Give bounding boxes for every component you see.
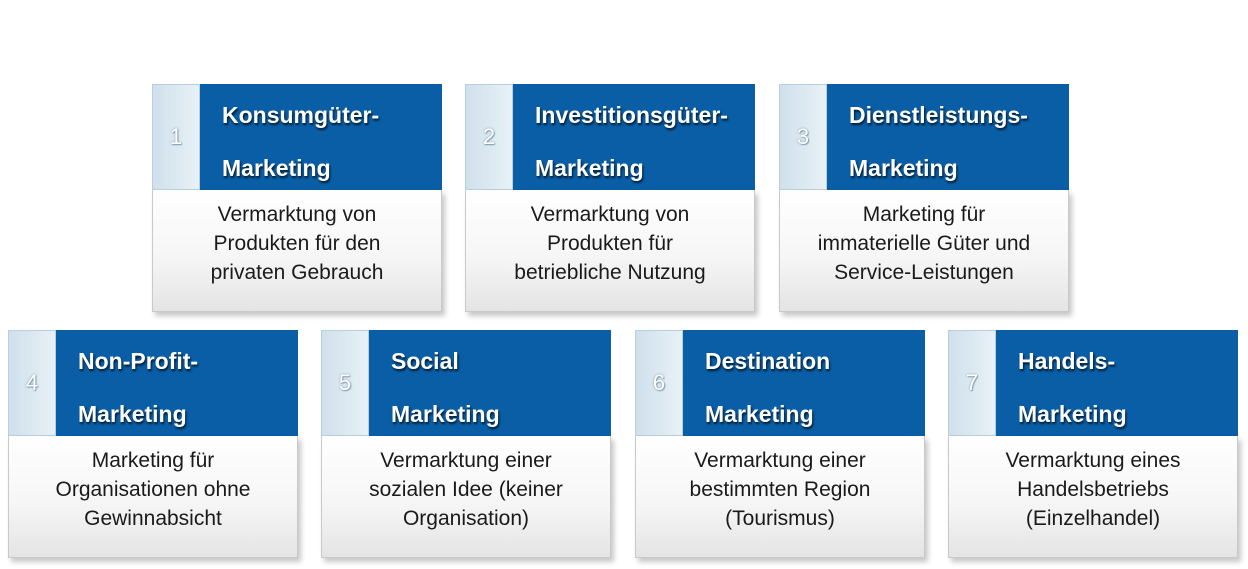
card-dienstleistungs-marketing: 3 Dienstleistungs- Marketing Marketing f… [779,84,1069,312]
card-title-line2: Marketing [849,155,958,181]
card-header: Handels- Marketing [996,330,1238,436]
card-body: Vermarktung von Produkten für den privat… [152,190,442,312]
card-header: Dienstleistungs- Marketing [827,84,1069,190]
card-handels-marketing: 7 Handels- Marketing Vermarktung eines H… [948,330,1238,558]
card-title-line2: Marketing [222,155,331,181]
card-body: Marketing für immaterielle Güter und Ser… [779,190,1069,312]
card-number: 7 [948,330,996,436]
card-konsumgueter-marketing: 1 Konsumgüter- Marketing Vermarktung von… [152,84,442,312]
card-title-line2: Marketing [78,401,187,427]
card-title-line2: Marketing [391,401,500,427]
card-body: Vermarktung von Produkten für betrieblic… [465,190,755,312]
card-destination-marketing: 6 Destination Marketing Vermarktung eine… [635,330,925,558]
card-header: Investitionsgüter- Marketing [513,84,755,190]
card-body: Vermarktung einer sozialen Idee (keiner … [321,436,611,558]
card-number: 5 [321,330,369,436]
card-header: Non-Profit- Marketing [56,330,298,436]
card-social-marketing: 5 Social Marketing Vermarktung einer soz… [321,330,611,558]
card-title-line2: Marketing [1018,401,1127,427]
card-number: 2 [465,84,513,190]
card-number: 4 [8,330,56,436]
card-title-line1: Investitionsgüter- [535,102,728,128]
card-description: Marketing für immaterielle Güter und Ser… [817,203,1031,284]
card-description: Vermarktung einer sozialen Idee (keiner … [369,449,563,530]
card-title-line2: Marketing [705,401,814,427]
card-title-line1: Handels- [1018,348,1116,374]
card-title-line1: Social [391,348,459,374]
card-header: Konsumgüter- Marketing [200,84,442,190]
card-description: Vermarktung von Produkten für betrieblic… [514,203,706,284]
card-header: Destination Marketing [683,330,925,436]
card-description: Marketing für Organisationen ohne Gewinn… [55,449,251,530]
card-non-profit-marketing: 4 Non-Profit- Marketing Marketing für Or… [8,330,298,558]
card-description: Vermarktung eines Handelsbetriebs (Einze… [1005,449,1181,530]
card-description: Vermarktung einer bestimmten Region (Tou… [689,449,871,530]
card-number: 3 [779,84,827,190]
card-number: 6 [635,330,683,436]
card-description: Vermarktung von Produkten für den privat… [210,203,384,284]
card-title-line1: Destination [705,348,831,374]
card-title-line1: Dienstleistungs- [849,102,1028,128]
card-investitionsgueter-marketing: 2 Investitionsgüter- Marketing Vermarktu… [465,84,755,312]
card-title-line1: Konsumgüter- [222,102,380,128]
card-title-line2: Marketing [535,155,644,181]
card-title-line1: Non-Profit- [78,348,199,374]
card-header: Social Marketing [369,330,611,436]
card-body: Vermarktung einer bestimmten Region (Tou… [635,436,925,558]
card-body: Marketing für Organisationen ohne Gewinn… [8,436,298,558]
card-number: 1 [152,84,200,190]
card-body: Vermarktung eines Handelsbetriebs (Einze… [948,436,1238,558]
